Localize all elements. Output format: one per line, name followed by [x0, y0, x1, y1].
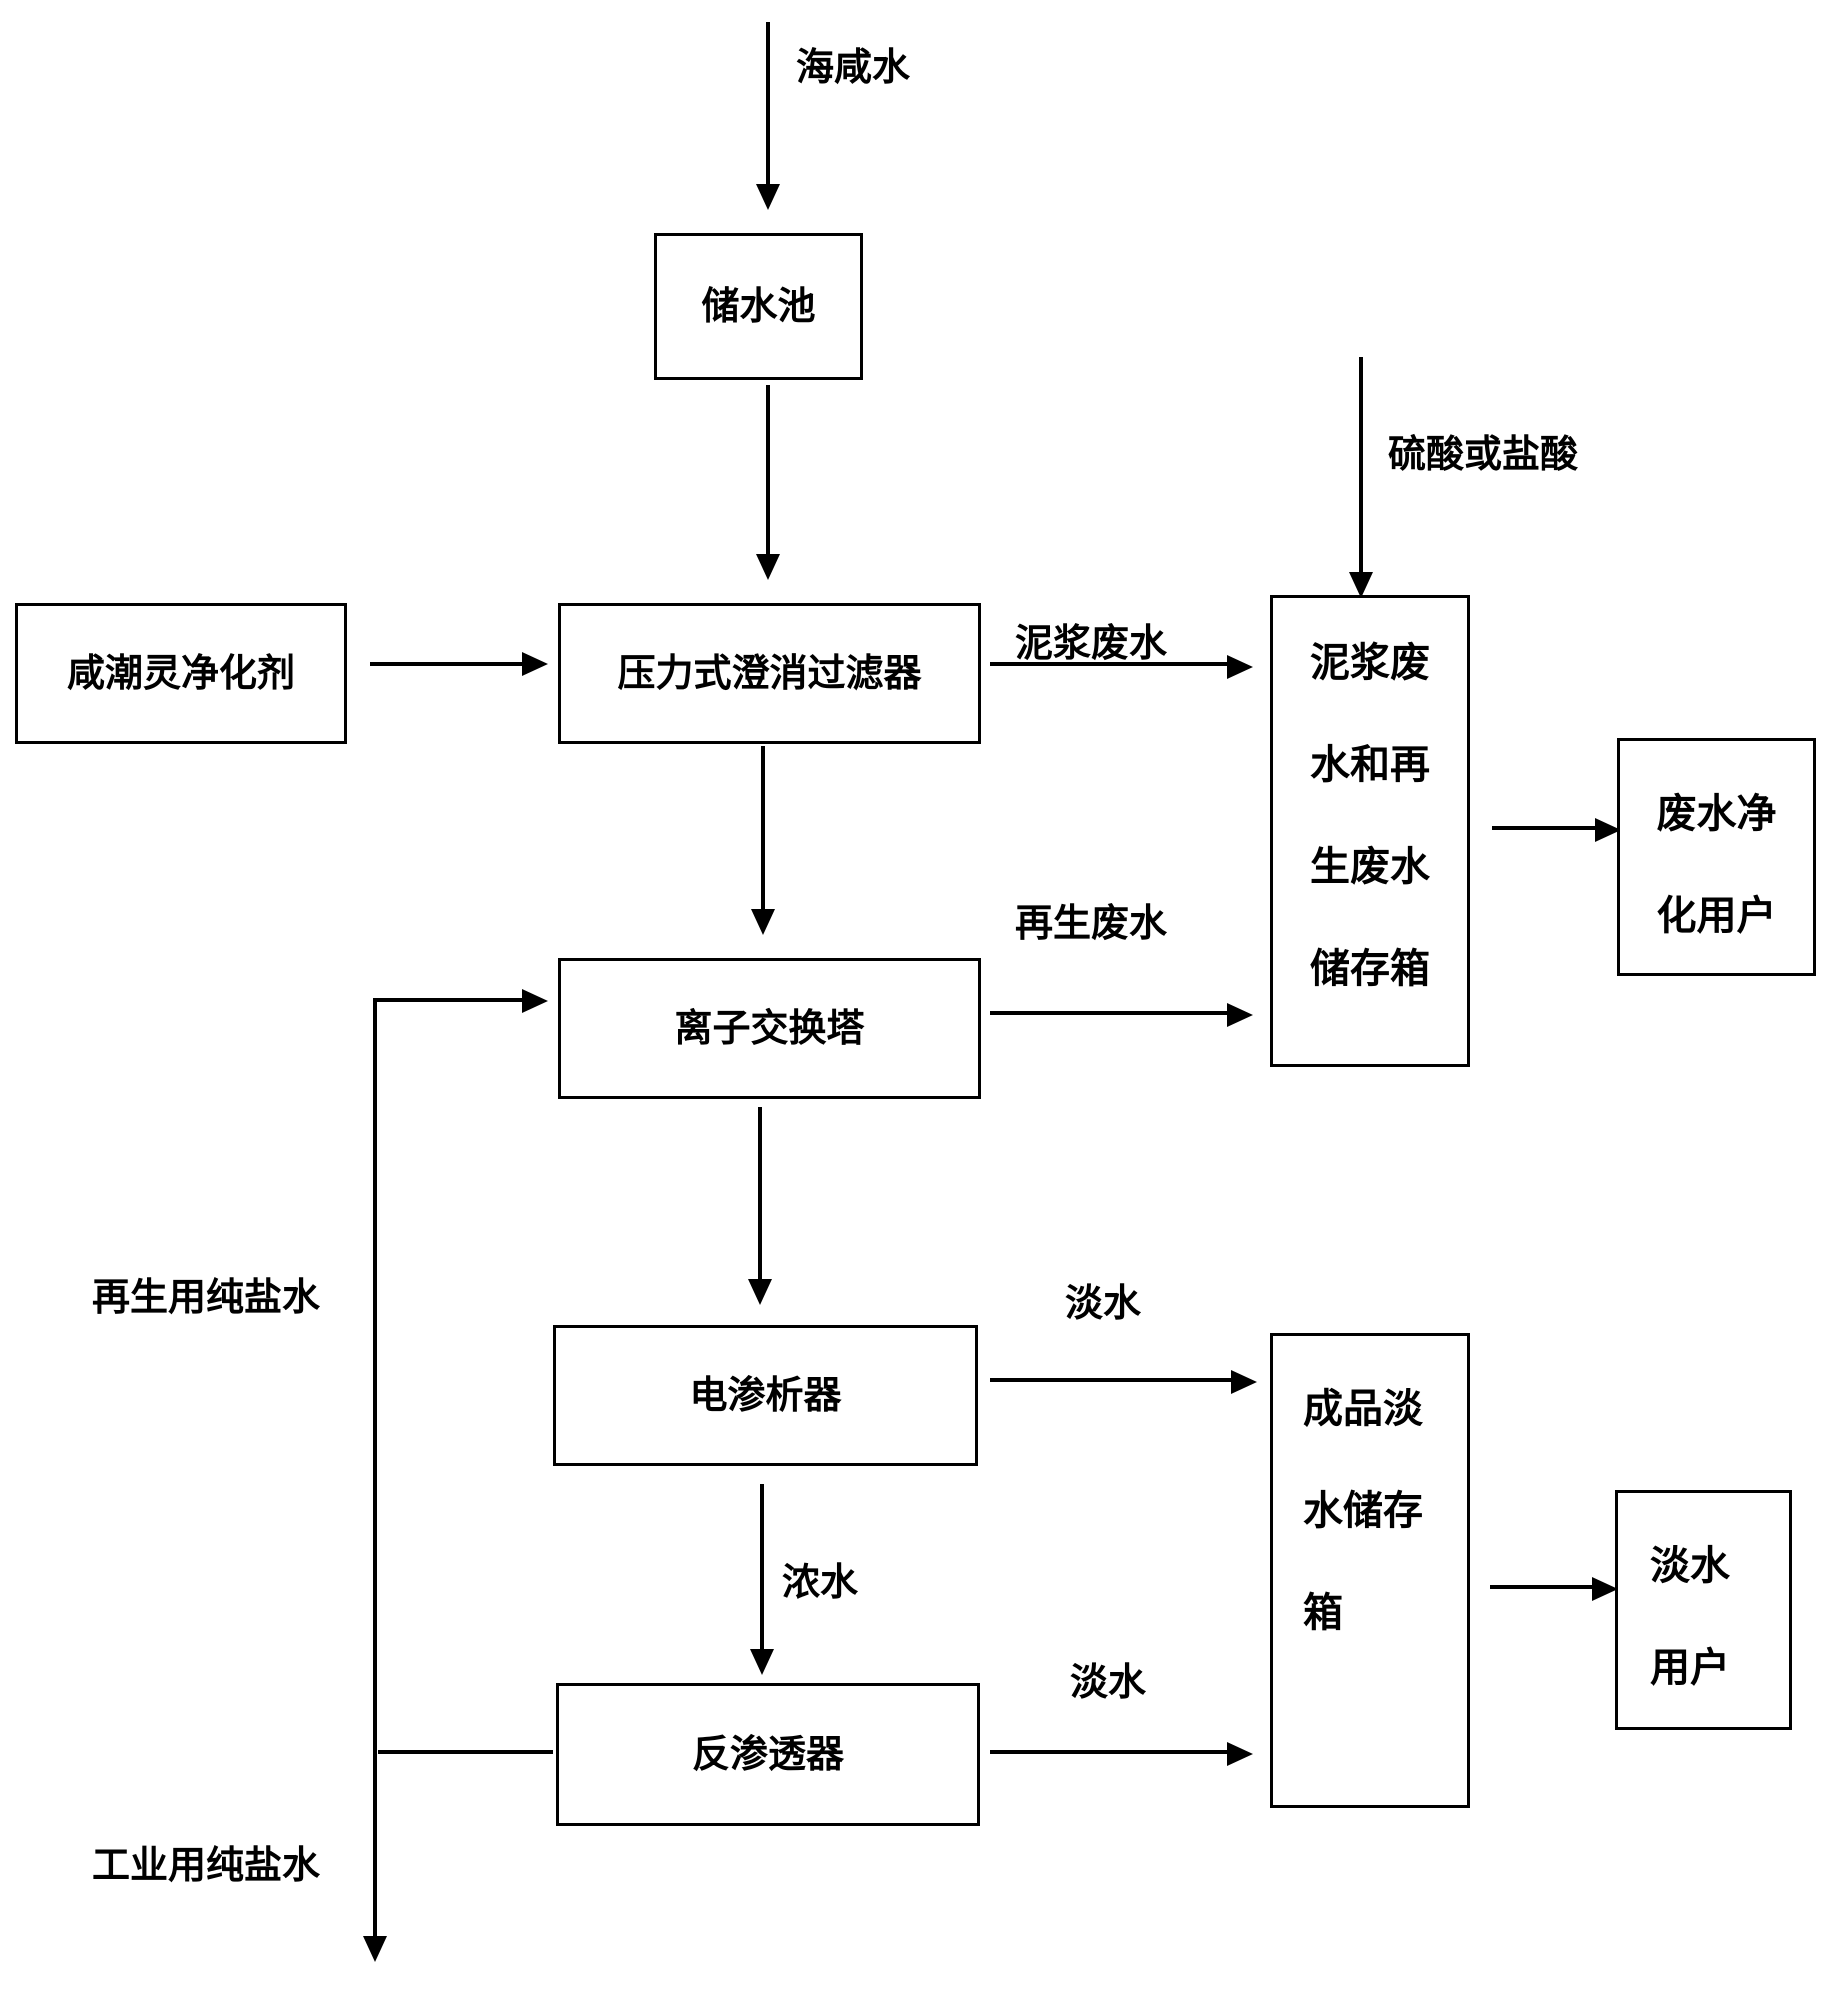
label-concentrate: 浓水	[782, 1560, 859, 1604]
arrowhead	[522, 989, 548, 1013]
node-reverse-osmosis: 反渗透器	[556, 1683, 980, 1826]
fresh-tank-line: 水储存	[1303, 1488, 1423, 1534]
waste-tank-line: 生废水	[1310, 844, 1430, 890]
fresh-user-line: 淡水	[1650, 1543, 1730, 1589]
label-fresh-water-ed: 淡水	[1065, 1281, 1142, 1325]
label-acid: 硫酸或盐酸	[1388, 432, 1579, 476]
node-fresh-tank: 成品淡 水储存 箱	[1270, 1333, 1470, 1808]
node-ion-exchange-tower: 离子交换塔	[558, 958, 981, 1099]
node-electrodialyzer: 电渗析器	[553, 1325, 978, 1466]
arrowhead	[1227, 655, 1253, 679]
arrowhead	[1349, 572, 1373, 598]
node-waste-tank: 泥浆废 水和再 生废水 储存箱	[1270, 595, 1470, 1067]
fresh-tank-line: 箱	[1303, 1590, 1343, 1636]
arrowhead	[1227, 1742, 1253, 1766]
waste-tank-line: 水和再	[1310, 742, 1430, 788]
label-slurry-waste: 泥浆废水	[1015, 621, 1168, 665]
label-regen-brine: 再生用纯盐水	[92, 1275, 321, 1319]
arrowhead	[363, 1936, 387, 1962]
arrowhead	[748, 1279, 772, 1305]
node-purifier-agent: 咸潮灵净化剂	[15, 603, 347, 744]
arrowhead	[756, 554, 780, 580]
label-seawater: 海咸水	[796, 45, 911, 89]
arrowhead	[1227, 1003, 1253, 1027]
node-wastewater-user: 废水净 化用户	[1617, 738, 1816, 976]
arrowhead	[756, 184, 780, 210]
wastewater-user-line: 化用户	[1656, 893, 1777, 939]
label-fresh-water-ro: 淡水	[1070, 1660, 1147, 1704]
arrowhead	[1231, 1370, 1257, 1394]
wastewater-user-line: 废水净	[1656, 791, 1777, 837]
arrowhead	[751, 909, 775, 935]
node-fresh-user: 淡水 用户	[1615, 1490, 1792, 1730]
arrowhead	[750, 1649, 774, 1675]
arrowhead	[522, 652, 548, 676]
fresh-tank-line: 成品淡	[1303, 1386, 1423, 1432]
node-storage-pool: 储水池	[654, 233, 863, 380]
arrowhead	[1595, 818, 1621, 842]
waste-tank-line: 储存箱	[1310, 946, 1430, 992]
arrowhead	[1592, 1577, 1618, 1601]
node-pressure-filter: 压力式澄消过滤器	[558, 603, 981, 744]
label-regen-waste: 再生废水	[1015, 901, 1168, 945]
waste-tank-line: 泥浆废	[1310, 640, 1430, 686]
fresh-user-line: 用户	[1650, 1645, 1730, 1691]
label-industrial-brine: 工业用纯盐水	[92, 1843, 321, 1887]
